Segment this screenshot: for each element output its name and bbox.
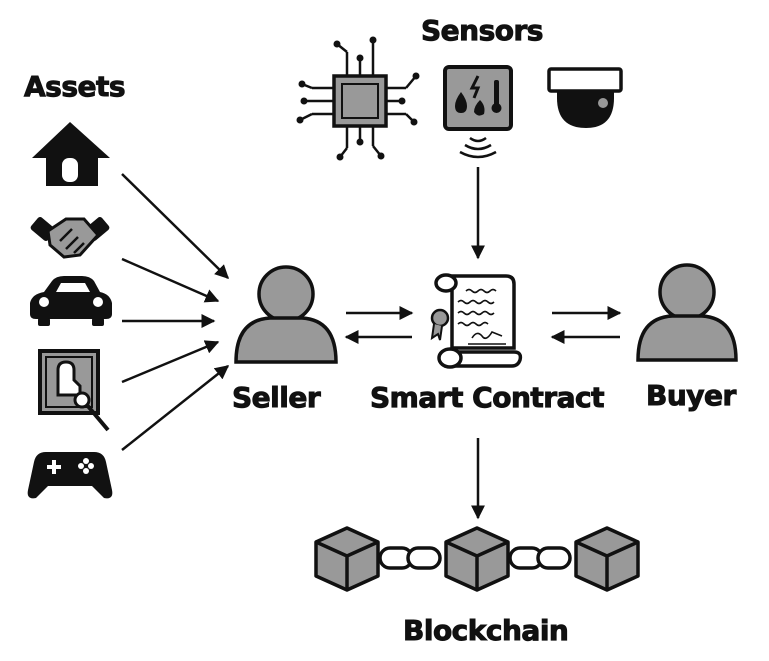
chain-link-icon <box>508 546 572 570</box>
buyer-person-icon <box>636 263 738 362</box>
assets-label: Assets <box>23 70 126 104</box>
smart-contract-label: Smart Contract <box>370 381 605 415</box>
buyer-label: Buyer <box>646 379 737 413</box>
sensors-label: Sensors <box>421 14 544 48</box>
smart-contract-icon <box>430 273 523 369</box>
car-icon <box>30 276 112 326</box>
camera-icon <box>547 67 623 128</box>
environment-sensor-icon <box>443 65 513 159</box>
chip-icon <box>296 36 420 161</box>
gamepad-icon <box>27 452 113 499</box>
house-icon <box>32 122 110 186</box>
asset-arrows <box>121 173 230 451</box>
seller-person-icon <box>234 265 338 364</box>
chain-link-icon <box>378 546 442 570</box>
artwork-icon <box>38 349 110 432</box>
block-icon <box>444 526 510 592</box>
blockchain-label: Blockchain <box>402 614 569 648</box>
block-icon <box>574 526 640 592</box>
handshake-icon <box>30 217 110 259</box>
seller-label: Seller <box>231 381 321 415</box>
block-icon <box>314 526 380 592</box>
blockchain-icon <box>314 526 640 592</box>
